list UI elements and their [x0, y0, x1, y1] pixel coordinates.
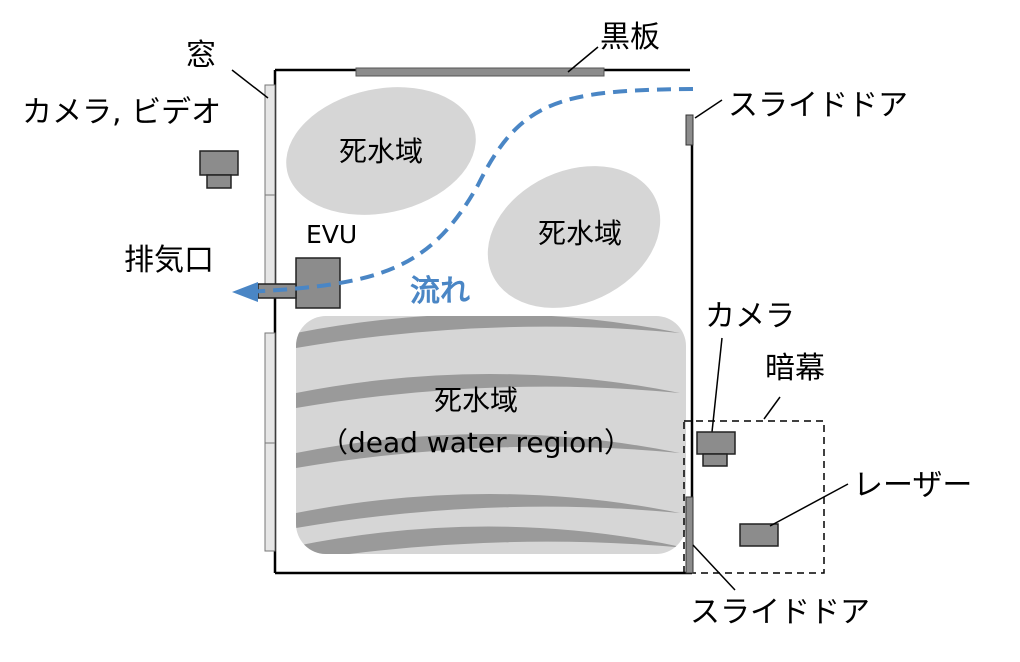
windows [264, 84, 276, 552]
sliding-door-top-leader [694, 99, 723, 119]
dead-zone-upper-left [286, 87, 476, 215]
camera-video-icon [199, 150, 239, 189]
dead-zone-upper-left-label: 死水域 [339, 135, 423, 168]
sliding-door-top [685, 114, 694, 146]
laser-leader [769, 483, 849, 527]
evu-label: EVU [306, 220, 357, 249]
sliding-door-bottom-leader [692, 544, 736, 591]
dead-zone-main-label-en: （dead water region） [320, 426, 632, 459]
camera-label: カメラ [705, 299, 795, 334]
blackboard-leader [567, 46, 599, 73]
window-leader [231, 69, 269, 99]
evu-box [295, 257, 341, 309]
blackout-curtain-label: 暗幕 [765, 351, 825, 386]
sliding-door-bottom-label: スライドドア [690, 595, 870, 630]
flow-path [245, 87, 694, 294]
dead-zone-main-label: 死水域 [434, 384, 518, 417]
camera-video-label: カメラ, ビデオ [22, 95, 221, 130]
sliding-door-top-label: スライドドア [728, 88, 908, 123]
laser-label: レーザー [853, 468, 972, 503]
dead-zone-main [296, 316, 686, 554]
blackboard-label: 黒板 [600, 20, 660, 55]
sliding-door-bottom [685, 496, 694, 574]
dead-zone-middle [487, 166, 661, 308]
flow-arrow-head [232, 282, 258, 302]
camera-icon [696, 431, 736, 467]
blackboard [355, 67, 605, 77]
flow-label: 流れ [410, 274, 470, 309]
camera-leader [711, 337, 723, 433]
dead-zone-middle-label: 死水域 [538, 217, 622, 250]
window-label: 窓 [186, 38, 216, 73]
exhaust-label: 排気口 [124, 243, 214, 278]
blackout-curtain-leader [763, 396, 781, 420]
laser-box [739, 523, 779, 547]
